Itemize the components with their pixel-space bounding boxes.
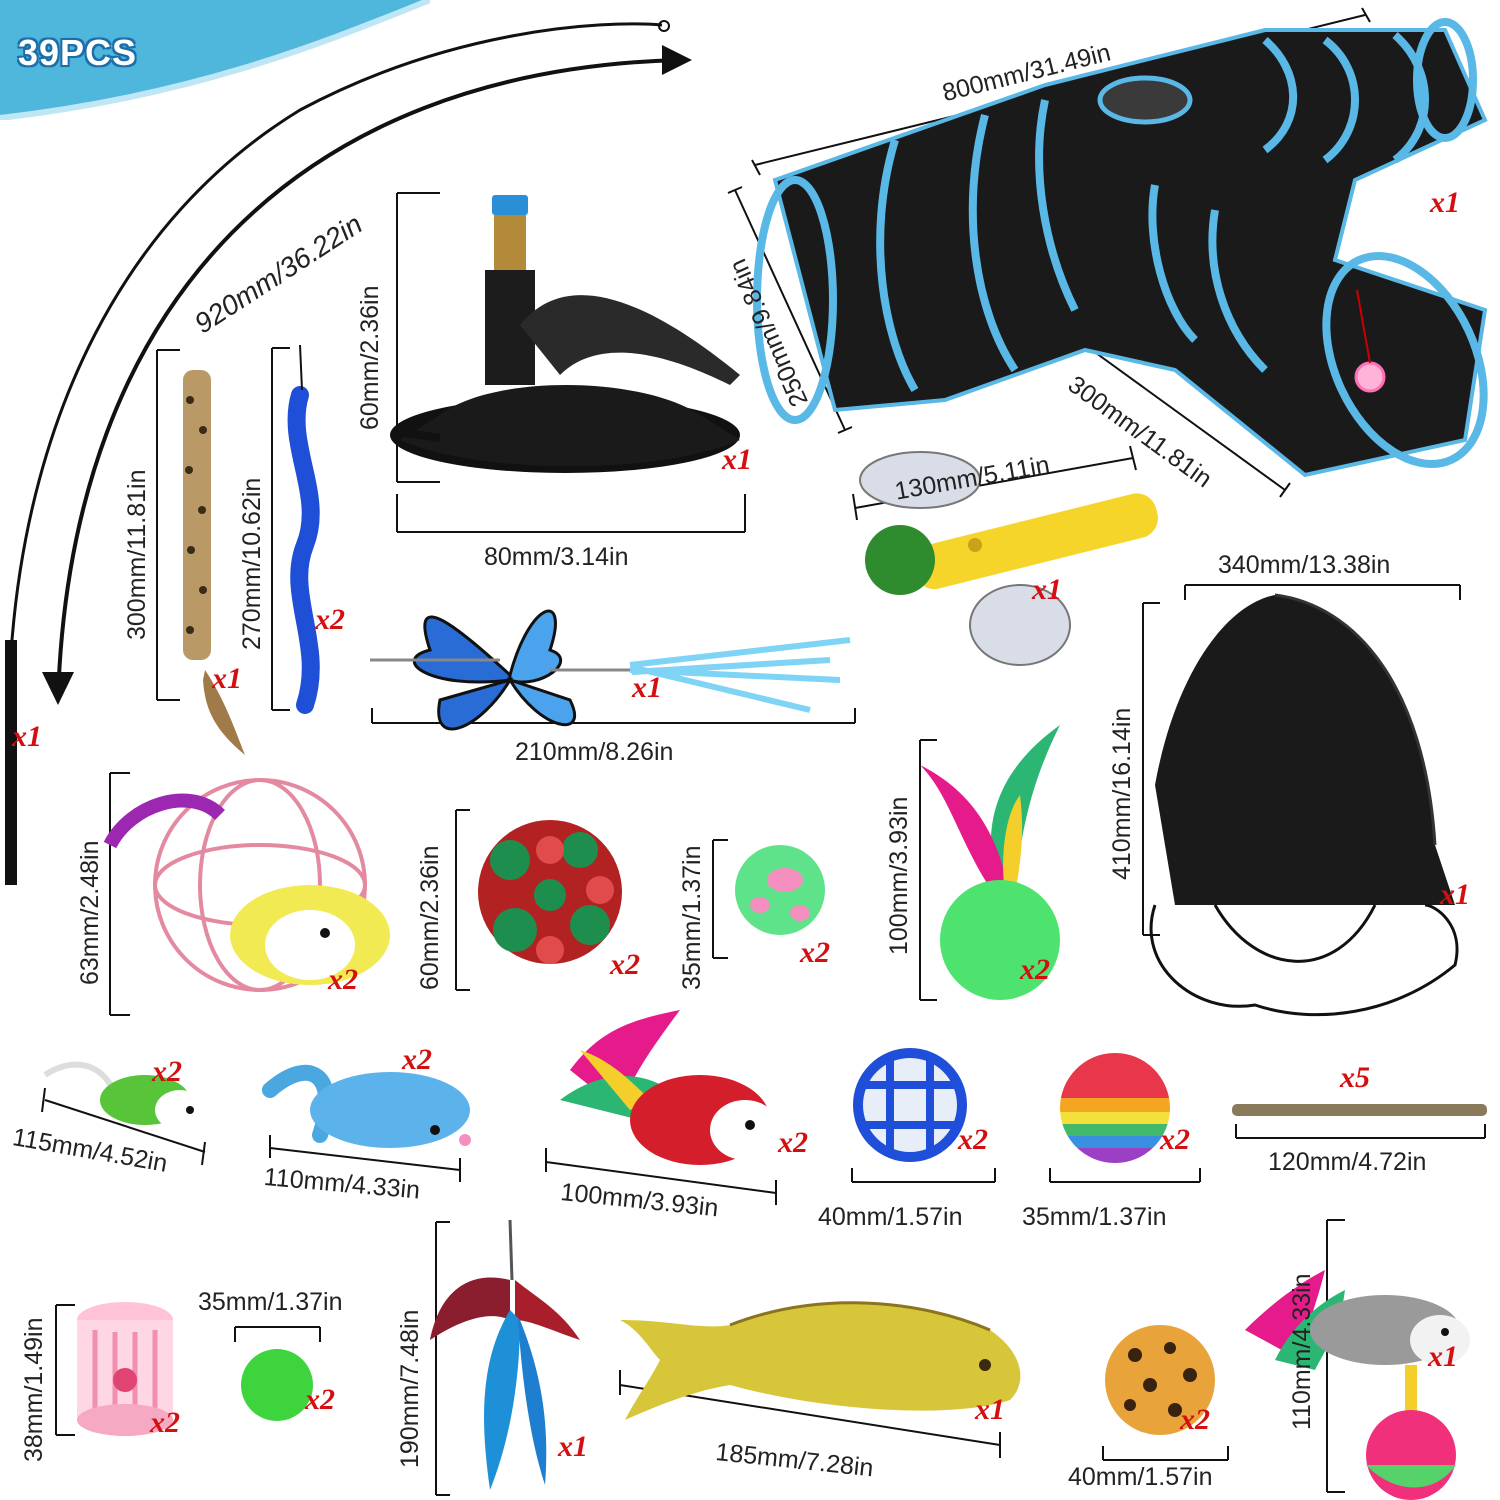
dragonfly-illustration	[859, 451, 1158, 666]
feather-ball-qty-label: x2	[1020, 953, 1050, 986]
green-mouse-illustration	[43, 1061, 205, 1130]
dragonfly-qty-label: x1	[1032, 573, 1062, 606]
rainbow-ball-illustration	[1060, 1053, 1170, 1163]
rainbow-ball-qty-label: x2	[1160, 1123, 1190, 1156]
butterfly-qty-label: x1	[632, 671, 662, 704]
feather-ball-illustration	[920, 725, 1060, 1000]
wand-rod	[6, 22, 663, 886]
butterfly-size-label: 210mm/8.26in	[515, 738, 674, 766]
feather-ball-size-label: 100mm/3.93in	[885, 796, 913, 955]
drawstring-bag-illustration	[1149, 593, 1459, 1017]
stick-size-label: 120mm/4.72in	[1268, 1148, 1427, 1176]
plush-fish-illustration	[620, 1301, 1021, 1420]
leopard-tail-size-label: 300mm/11.81in	[123, 469, 151, 640]
bag-qty-label: x1	[1440, 878, 1470, 911]
feather-mouse-illustration	[560, 1010, 780, 1165]
lattice-ball-illustration	[853, 1048, 967, 1162]
green-mouse-qty-label: x2	[152, 1055, 182, 1088]
tumbler-qty-label: x1	[1428, 1340, 1458, 1373]
pom-pom-illustration	[241, 1349, 313, 1421]
bell-ball-size-label: 35mm/1.37in	[678, 845, 706, 990]
leopard-tail-illustration	[183, 370, 245, 755]
tumbler-mouse-illustration	[1245, 1270, 1470, 1500]
butterfly-illustration	[370, 609, 851, 731]
roller-size-label: 38mm/1.49in	[20, 1317, 48, 1462]
crinkle-size-label: 60mm/2.36in	[416, 845, 444, 990]
roller-qty-label: x2	[150, 1406, 180, 1439]
suction-qty-label: x1	[722, 443, 752, 476]
bell-ball-illustration	[735, 845, 825, 935]
lattice-ball-qty-label: x2	[958, 1123, 988, 1156]
leopard-ball-size-label: 40mm/1.57in	[1068, 1463, 1213, 1491]
worm-size-label: 270mm/10.62in	[238, 477, 266, 650]
tunnel-qty-label: x1	[1430, 186, 1460, 219]
wand-arrow-head-top	[662, 45, 692, 75]
blue-worm-illustration	[287, 344, 320, 714]
cage-mouse-size-label: 63mm/2.48in	[76, 840, 104, 985]
blue-mouse-illustration	[262, 1064, 471, 1148]
wand-curve-arrow	[56, 58, 681, 701]
suction-height-label: 60mm/2.36in	[356, 285, 384, 430]
feather-refill-qty-label: x1	[558, 1430, 588, 1463]
stick-qty-label: x5	[1340, 1061, 1370, 1094]
lattice-ball-size-label: 40mm/1.57in	[818, 1203, 963, 1231]
silvervine-stick-illustration	[1232, 1104, 1487, 1116]
piece-count-badge: 39PCS	[0, 0, 432, 121]
wand-arrow-head-bottom	[42, 672, 74, 705]
suction-width-label: 80mm/3.14in	[484, 543, 629, 571]
bag-height-label: 410mm/16.14in	[1108, 707, 1136, 880]
pompom-size-label: 35mm/1.37in	[198, 1288, 343, 1316]
leopard-ball-qty-label: x2	[1180, 1403, 1210, 1436]
suction-cup-illustration	[390, 195, 740, 473]
leopard-tail-qty-label: x1	[212, 662, 242, 695]
feather-refill-illustration	[430, 1219, 580, 1490]
crinkle-ball-illustration	[478, 820, 622, 964]
wand-qty-label: x1	[12, 720, 42, 753]
tumbler-size-label: 110mm/4.33in	[1288, 1273, 1316, 1430]
bag-width-label: 340mm/13.38in	[1218, 551, 1391, 579]
cat-tunnel-illustration	[753, 18, 1488, 478]
feather-refill-size-label: 190mm/7.48in	[396, 1309, 424, 1468]
cage-mouse-qty-label: x2	[328, 963, 358, 996]
pompom-qty-label: x2	[305, 1383, 335, 1416]
cage-ball-mouse-illustration	[103, 778, 390, 992]
badge-swoosh-shape	[0, 0, 432, 121]
roller-cage-illustration	[77, 1302, 173, 1436]
bell-ball-qty-label: x2	[800, 936, 830, 969]
fish-qty-label: x1	[975, 1393, 1005, 1426]
rainbow-ball-size-label: 35mm/1.37in	[1022, 1203, 1167, 1231]
leopard-ball-illustration	[1105, 1325, 1215, 1435]
feather-mouse-qty-label: x2	[778, 1126, 808, 1159]
worm-qty-label: x2	[315, 603, 345, 636]
badge-text: 39PCS	[18, 32, 138, 73]
crinkle-qty-label: x2	[610, 948, 640, 981]
blue-mouse-qty-label: x2	[402, 1043, 432, 1076]
